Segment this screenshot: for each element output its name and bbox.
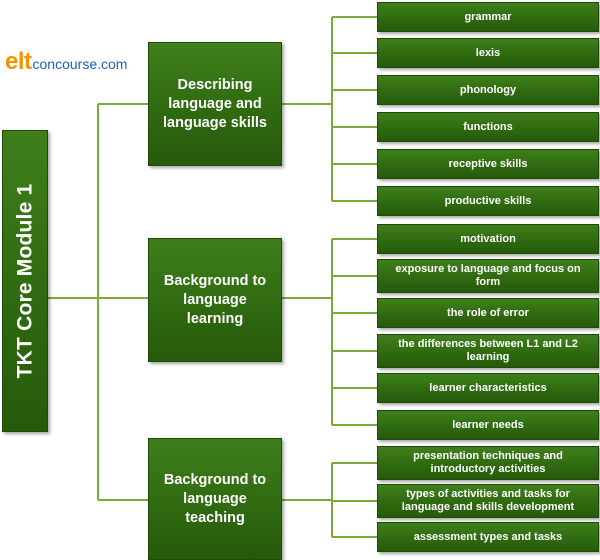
leaf-assessment-types: assessment types and tasks [377,522,599,552]
leaf-label: phonology [459,83,517,96]
root-label: TKT Core Module 1 [13,183,36,379]
branch-label: Describing language and language skills [163,76,267,131]
leaf-label: exposure to language and focus on form [395,263,581,288]
leaf-label: the role of error [447,306,529,319]
branch-describing-language: Describing language and language skills [148,42,282,166]
leaf-grammar: grammar [377,2,599,32]
eltconcourse-logo: eltconcourse.com [5,48,127,76]
leaf-learner-characteristics: learner characteristics [377,373,599,403]
leaf-role-of-error: the role of error [377,298,599,328]
leaf-motivation: motivation [377,224,599,254]
leaf-productive-skills: productive skills [377,186,599,216]
leaf-label: functions [463,120,513,133]
leaf-functions: functions [377,112,599,142]
leaf-l1-l2-differences: the differences between L1 and L2 learni… [377,334,599,368]
leaf-label: the differences between L1 and L2 learni… [398,338,578,363]
leaf-exposure-to-language: exposure to language and focus on form [377,259,599,293]
root-node: TKT Core Module 1 [2,130,48,432]
leaf-label: lexis [475,46,501,59]
leaf-lexis: lexis [377,38,599,68]
branch-language-teaching: Background to language teaching [148,438,282,560]
leaf-label: learner characteristics [429,381,547,394]
leaf-label: types of activities and tasks for langua… [401,488,575,513]
logo-concourse-text: concourse.com [32,56,128,72]
leaf-label: learner needs [452,418,524,431]
leaf-receptive-skills: receptive skills [377,149,599,179]
leaf-label: presentation techniques and introductory… [413,450,563,475]
branch-language-learning: Background to language learning [148,238,282,362]
branch-label: Background to language learning [163,272,267,327]
leaf-label: grammar [464,10,512,23]
leaf-presentation-techniques: presentation techniques and introductory… [377,446,599,480]
branch-label: Background to language teaching [163,471,267,526]
logo-elt-text: elt [5,48,32,75]
leaf-activity-types: types of activities and tasks for langua… [377,484,599,518]
leaf-label: receptive skills [448,157,528,170]
leaf-phonology: phonology [377,75,599,105]
leaf-label: assessment types and tasks [413,530,563,543]
leaf-label: motivation [460,232,516,245]
leaf-learner-needs: learner needs [377,410,599,440]
leaf-label: productive skills [444,194,532,207]
